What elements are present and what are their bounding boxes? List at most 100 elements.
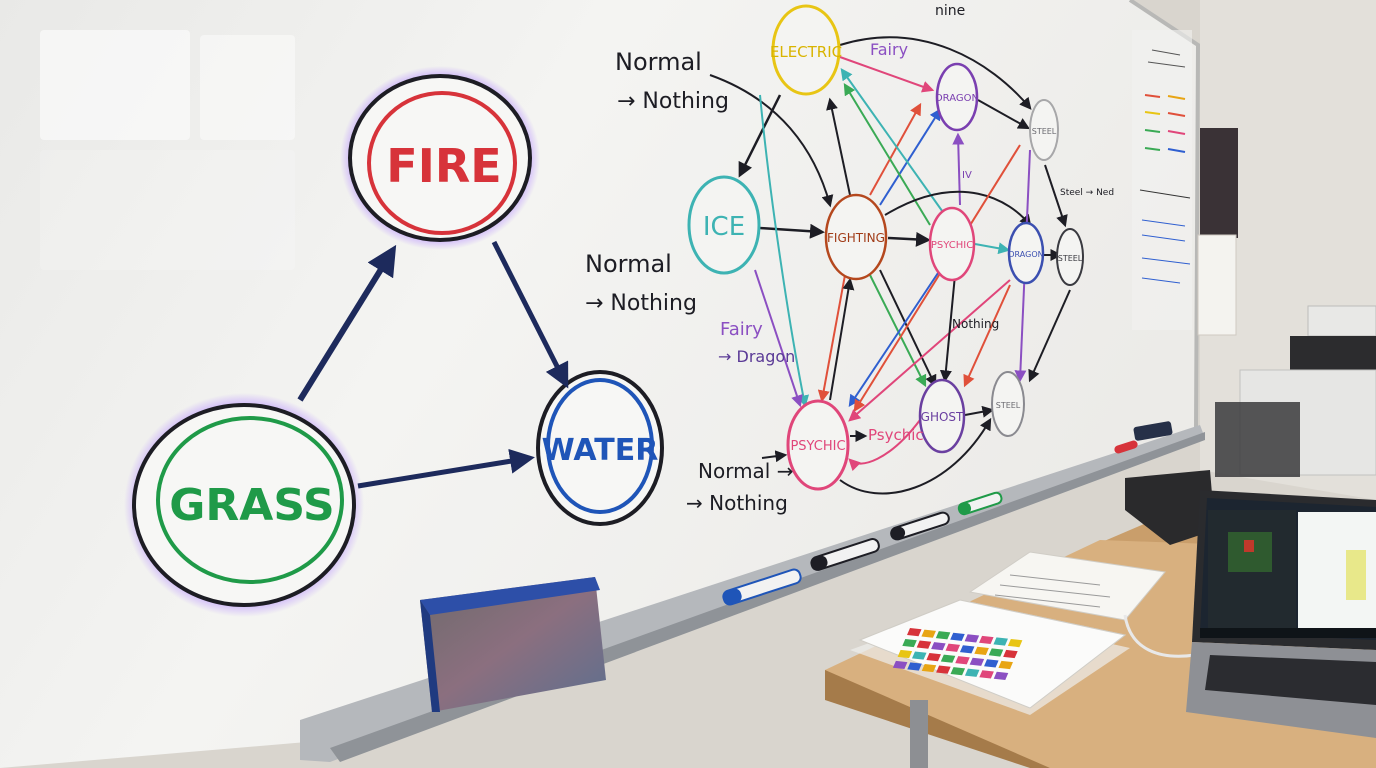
water-label: WATER xyxy=(542,433,659,468)
fighting-node xyxy=(824,193,888,281)
cable xyxy=(1123,614,1196,658)
black-marker-cap xyxy=(811,555,828,570)
scribble-line xyxy=(1141,219,1186,227)
blue-marker-cap xyxy=(723,588,742,605)
eraser-felt xyxy=(420,577,606,712)
scribble-line xyxy=(1141,257,1191,265)
paper-text-line xyxy=(1009,574,1101,586)
edge xyxy=(826,97,851,196)
edge xyxy=(848,269,941,407)
edge xyxy=(887,231,931,247)
water-node-inner xyxy=(546,378,654,514)
edge xyxy=(848,419,921,472)
screen-spreadsheet-highlight xyxy=(1346,550,1366,600)
note4-line2: → Nothing xyxy=(686,491,788,515)
electric-label: ELECTRIC xyxy=(770,43,842,61)
laptop-keyboard xyxy=(1205,655,1376,705)
edge xyxy=(709,74,834,208)
reference-notes-corner xyxy=(1132,30,1192,330)
edge xyxy=(754,269,803,408)
whiteboard-frame xyxy=(1128,0,1201,431)
desk-leg xyxy=(910,700,928,768)
edge xyxy=(759,94,810,408)
paper-text-line xyxy=(994,594,1101,608)
scribble-line xyxy=(1139,189,1191,199)
scribble-line xyxy=(1167,148,1186,153)
edge xyxy=(879,107,942,206)
notes-paper xyxy=(968,551,1166,621)
dragon-node-top xyxy=(935,62,979,132)
edge xyxy=(977,99,1031,130)
scribble-line xyxy=(1144,111,1161,115)
nothing-edge-label: Nothing xyxy=(952,317,999,331)
black-marker-cap xyxy=(891,526,906,540)
edge xyxy=(738,94,782,178)
ghost-node xyxy=(918,378,966,454)
edge xyxy=(853,144,1021,413)
edge xyxy=(963,284,1011,388)
ghost-label: GHOST xyxy=(921,410,964,424)
dragon-node-mid xyxy=(1007,221,1045,285)
edge xyxy=(848,279,1011,422)
fire-to-water-arrow xyxy=(491,240,569,389)
edge xyxy=(843,82,931,226)
office-chair-back xyxy=(1215,402,1300,477)
desk-edge xyxy=(825,670,1050,768)
eraser-handle xyxy=(420,577,600,615)
steel-top-label: STEEL xyxy=(1032,127,1057,136)
note4-line1: Normal → xyxy=(698,459,793,483)
scribble-line xyxy=(1147,61,1186,68)
edge xyxy=(839,417,992,495)
edge xyxy=(839,56,935,93)
reference-area xyxy=(1132,30,1192,330)
edge xyxy=(1028,289,1071,383)
grass-node-inner xyxy=(156,416,344,584)
edge xyxy=(952,132,965,206)
edge xyxy=(817,274,846,403)
psychic-edge-label: Psychic xyxy=(868,426,924,444)
edge xyxy=(869,102,922,196)
eraser-side xyxy=(420,600,440,712)
scribble-line xyxy=(1141,277,1181,284)
scribble-line xyxy=(1167,112,1186,117)
fire-node-outer xyxy=(348,74,532,242)
whiteboard-eraser xyxy=(420,577,606,712)
note2-line2: → Nothing xyxy=(585,291,697,316)
window-reflection xyxy=(40,30,190,140)
electric-node xyxy=(771,4,841,96)
top-fragment: nine xyxy=(935,3,965,19)
edge xyxy=(759,223,825,239)
navy-eraser xyxy=(1133,421,1173,441)
grass-to-water-arrow xyxy=(357,448,535,489)
edge xyxy=(939,274,956,383)
color-swatch-grid xyxy=(892,628,1023,681)
scribble-line xyxy=(1151,49,1181,56)
edge xyxy=(974,242,1011,255)
steel-note: Steel → Ned xyxy=(1060,188,1114,198)
desk-phone xyxy=(1125,470,1215,545)
green-marker-cap xyxy=(958,502,972,515)
ice-node xyxy=(687,175,761,275)
edge xyxy=(964,405,995,418)
edge xyxy=(829,277,855,401)
fire-node-inner xyxy=(367,91,517,235)
grass-label: GRASS xyxy=(169,480,334,531)
water-node-outer xyxy=(536,370,664,526)
dragon-mid-label: DRAGON xyxy=(1008,250,1043,259)
ice-side-note: IV xyxy=(962,170,972,181)
note2-line1: Normal xyxy=(585,250,672,278)
scribble-line xyxy=(1144,94,1161,98)
steel-node-mid xyxy=(1056,228,1084,286)
edge xyxy=(869,274,927,388)
steel-node-bottom xyxy=(991,371,1025,437)
note3-line1: Fairy xyxy=(720,319,763,340)
wall-paper xyxy=(1197,234,1237,336)
scribble-line xyxy=(1144,147,1161,151)
steel-node-top xyxy=(1029,99,1059,161)
paper-text-line xyxy=(999,584,1111,598)
psychic-node-mid xyxy=(928,206,976,282)
laptop xyxy=(1186,490,1376,738)
note1-line1: Normal xyxy=(615,48,702,76)
fighting-label: FIGHTING xyxy=(827,231,885,245)
